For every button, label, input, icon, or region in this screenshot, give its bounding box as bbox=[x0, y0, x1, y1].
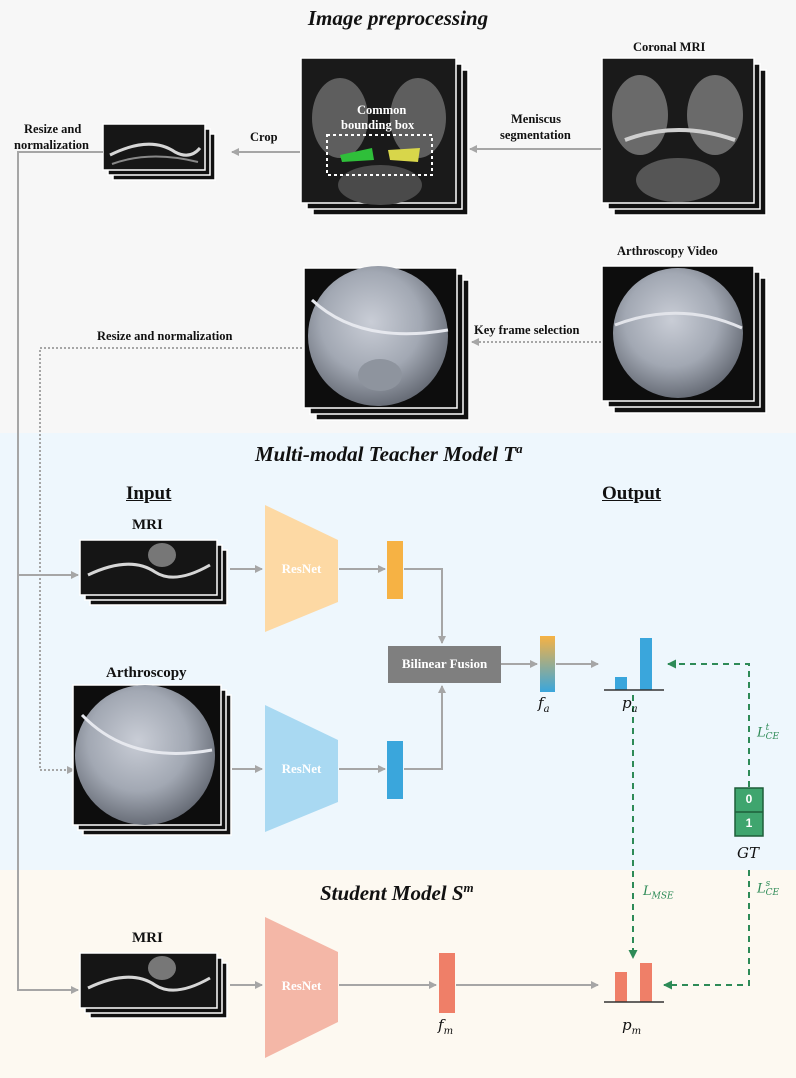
ground-truth-box bbox=[734, 787, 764, 837]
resize-norm-line-label: Resize and normalization bbox=[97, 329, 233, 343]
fm-label: fm bbox=[438, 1016, 454, 1037]
resnet-student-label: ResNet bbox=[281, 978, 322, 993]
resnet-student-block bbox=[265, 917, 338, 1058]
student-prediction-pm bbox=[604, 963, 664, 1003]
loss-ce-student-arrow bbox=[663, 870, 750, 990]
gt-one: 1 bbox=[745, 816, 753, 830]
common-bbox-label-1: Common bbox=[357, 103, 407, 117]
preprocessing-title: Image preprocessing bbox=[307, 6, 489, 30]
student-mri-label: MRI bbox=[132, 930, 163, 946]
coronal-mri-stack bbox=[601, 57, 767, 216]
teacher-title: Multi-modal Teacher Model Ta bbox=[255, 441, 523, 466]
pa-label: pa bbox=[622, 694, 638, 715]
cropped-mri-stack bbox=[102, 123, 216, 181]
coronal-mri-label: Coronal MRI bbox=[633, 40, 706, 54]
output-heading: Output bbox=[602, 483, 662, 504]
teacher-mri-input-stack bbox=[79, 539, 228, 606]
gt-label: GT bbox=[737, 844, 759, 862]
student-feature-fm bbox=[439, 953, 455, 1013]
resize-norm-label-2: normalization bbox=[14, 138, 89, 152]
loss-mse-label: LMSE bbox=[643, 884, 674, 902]
bounding-box-mri-stack bbox=[300, 57, 469, 216]
common-bbox-label-2: bounding box bbox=[341, 118, 415, 132]
meniscus-seg-label-1: Meniscus bbox=[511, 112, 561, 126]
input-heading: Input bbox=[126, 483, 172, 504]
key-frame-stack bbox=[303, 266, 470, 421]
student-title: Student Model Sm bbox=[320, 880, 474, 905]
mri-path-line bbox=[17, 151, 103, 994]
key-frame-label: Key frame selection bbox=[474, 323, 580, 337]
loss-ce-teacher-arrow bbox=[667, 659, 750, 787]
resnet-arthroscopy-block bbox=[265, 705, 338, 832]
teacher-mri-label: MRI bbox=[132, 517, 163, 533]
teacher-arthroscopy-input-stack bbox=[72, 684, 232, 836]
resnet-arthroscopy-label: ResNet bbox=[281, 761, 322, 776]
arthroscopy-path-line bbox=[39, 347, 302, 774]
arthroscopy-video-label: Arthroscopy Video bbox=[617, 244, 718, 258]
resnet-mri-block bbox=[265, 505, 338, 632]
crop-label: Crop bbox=[250, 130, 278, 144]
bilinear-fusion-box bbox=[388, 646, 501, 683]
teacher-prediction-pa bbox=[604, 638, 664, 691]
pm-label: pm bbox=[622, 1016, 642, 1037]
meniscus-seg-label-2: segmentation bbox=[500, 128, 571, 142]
student-mri-input-stack bbox=[79, 952, 228, 1019]
arthroscopy-video-stack bbox=[601, 265, 767, 414]
gt-zero: 0 bbox=[745, 792, 753, 806]
arthroscopy-feature-vector bbox=[387, 741, 403, 799]
resize-norm-label-1: Resize and bbox=[24, 122, 82, 136]
teacher-arthroscopy-label: Arthroscopy bbox=[106, 665, 187, 681]
resnet-mri-label: ResNet bbox=[281, 561, 322, 576]
mri-feature-vector bbox=[387, 541, 403, 599]
fa-label: fa bbox=[538, 694, 550, 715]
bilinear-fusion-label: Bilinear Fusion bbox=[401, 656, 488, 671]
fused-feature-fa bbox=[540, 636, 555, 692]
